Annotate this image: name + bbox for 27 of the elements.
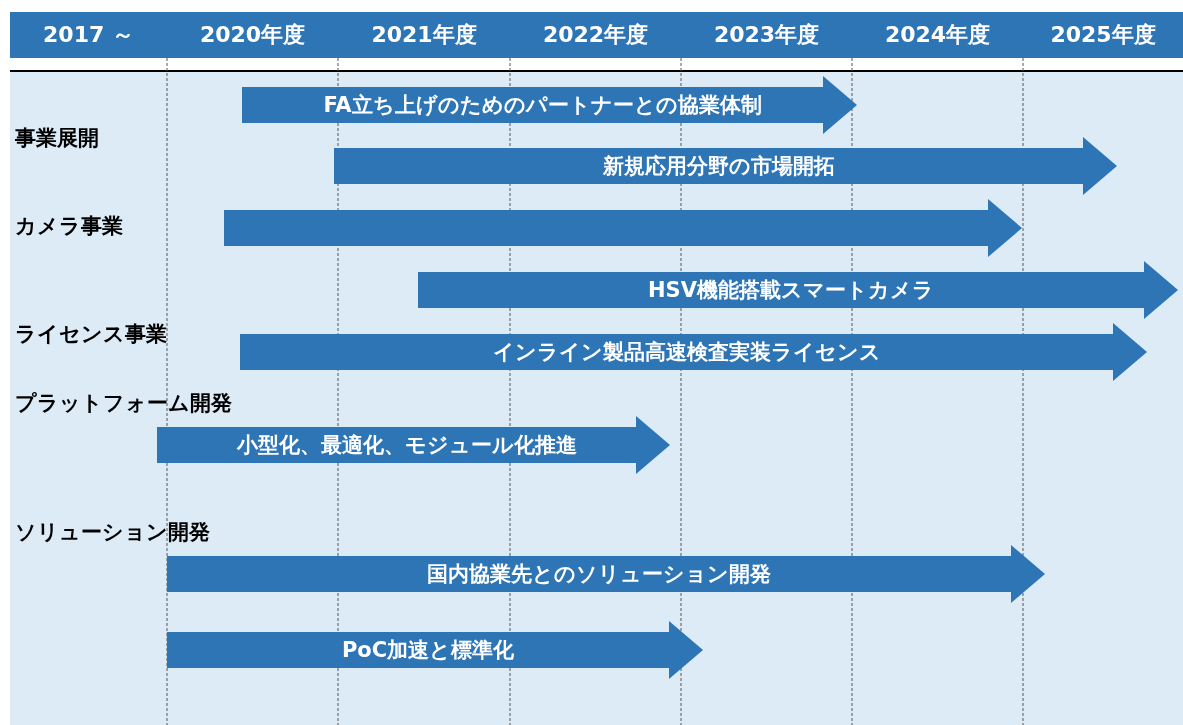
arrow-label: 国内協業先とのソリューション開発 bbox=[427, 561, 771, 588]
timeline-bar bbox=[167, 545, 1045, 603]
timeline-bar bbox=[240, 323, 1147, 381]
arrow-label: 小型化、最適化、モジュール化推進 bbox=[236, 432, 577, 459]
row-heading: ソリューション開発 bbox=[15, 519, 210, 546]
arrow-label: FA立ち上げのためのパートナーとの協業体制 bbox=[323, 92, 762, 119]
column-header: 2025年度 bbox=[1050, 21, 1156, 49]
timeline-bar bbox=[418, 261, 1178, 319]
row-heading: カメラ事業 bbox=[15, 213, 123, 240]
column-header: 2024年度 bbox=[884, 21, 991, 49]
timeline-bar bbox=[167, 621, 703, 679]
timeline-bar bbox=[242, 76, 857, 134]
row-heading: ライセンス事業 bbox=[15, 321, 167, 348]
row-heading: 事業展開 bbox=[15, 125, 99, 152]
arrow-label: HSV機能搭載スマートカメラ bbox=[648, 277, 934, 304]
timeline-bar bbox=[334, 137, 1117, 195]
column-header: 2021年度 bbox=[371, 21, 477, 49]
row-heading: プラットフォーム開発 bbox=[15, 390, 232, 417]
column-header: 2022年度 bbox=[542, 21, 649, 49]
column-header: 2017 ～ bbox=[43, 21, 134, 49]
timeline-bar bbox=[157, 416, 670, 474]
arrow-label: 新規応用分野の市場開拓 bbox=[602, 153, 835, 180]
arrow-label: インライン製品高速検査実装ライセンス bbox=[492, 339, 881, 366]
arrow-label: PoC加速と標準化 bbox=[341, 637, 515, 664]
column-header: 2023年度 bbox=[713, 21, 820, 49]
column-header: 2020年度 bbox=[199, 21, 306, 49]
timeline-bar bbox=[224, 199, 1022, 257]
